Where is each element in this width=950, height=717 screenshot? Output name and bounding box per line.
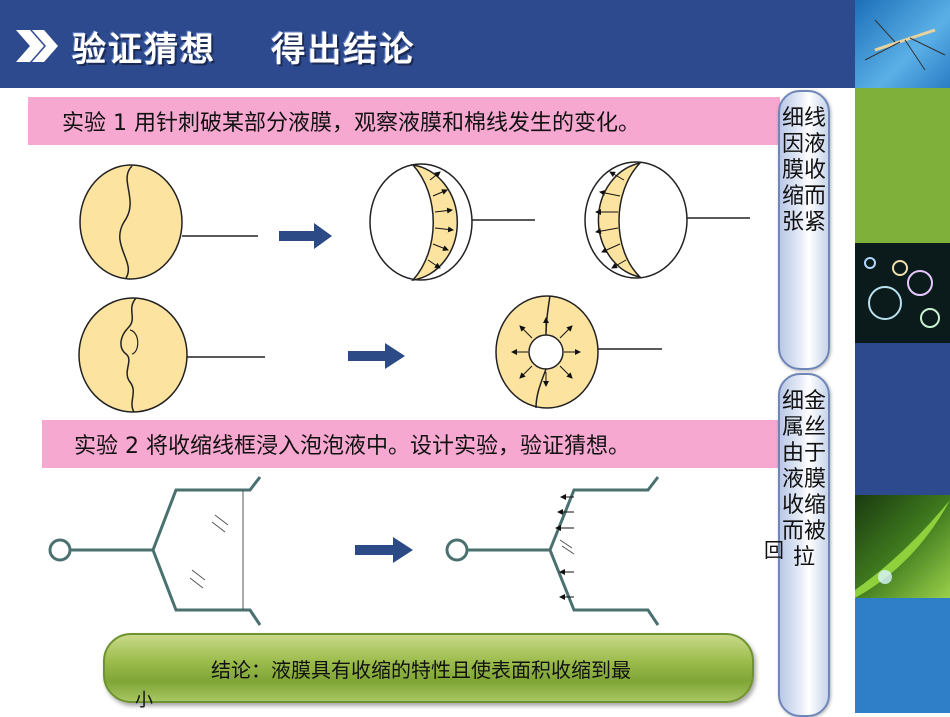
conclusion-banner bbox=[103, 633, 754, 703]
film-ring-with-loop bbox=[78, 297, 265, 413]
film-ring-left-broken bbox=[369, 163, 535, 282]
side-panel-thread-taut: 细线因液膜收缩而张紧 bbox=[778, 90, 830, 370]
right-arrow-icon bbox=[279, 223, 332, 249]
wire-pull-arrows bbox=[555, 494, 574, 600]
film-ring-center-hole bbox=[495, 295, 662, 409]
film-region-lines bbox=[559, 539, 575, 555]
right-arrow-icon bbox=[355, 537, 413, 563]
wire-frame-after bbox=[445, 476, 660, 626]
bubbles-photo bbox=[855, 243, 950, 343]
side-panel-2-text: 细金属丝由于液膜收缩而被拉 bbox=[781, 389, 826, 570]
film-ring-right-broken bbox=[584, 161, 750, 279]
blue-panel bbox=[855, 343, 950, 495]
leaf-droplet-photo bbox=[855, 495, 950, 598]
decorative-photo-strip bbox=[855, 0, 950, 713]
page-title: 验证猜想 得出结论 bbox=[72, 30, 416, 70]
wire-frame-before bbox=[48, 476, 262, 626]
film-ring-intact bbox=[79, 164, 258, 280]
conclusion-text: 结论：液膜具有收缩的特性且使表面积收缩到最 bbox=[211, 658, 631, 682]
double-chevron-icon bbox=[16, 30, 58, 62]
side-panel-wire-pulled: 细金属丝由于液膜收缩而被拉 bbox=[778, 373, 830, 717]
experiment-diagrams bbox=[48, 161, 750, 626]
film-region-lines bbox=[189, 490, 244, 610]
title-bar: 验证猜想 得出结论 bbox=[0, 0, 855, 88]
blue-bottom-panel bbox=[855, 598, 950, 713]
experiment-1-label: 实验 1 用针刺破某部分液膜，观察液膜和棉线发生的变化。 bbox=[62, 111, 640, 136]
right-arrow-icon bbox=[348, 343, 405, 369]
side-panel-1-text: 细线因液膜收缩而张紧 bbox=[781, 106, 826, 235]
stray-character: 回 bbox=[764, 538, 784, 562]
conclusion-tail: 小 bbox=[135, 690, 153, 711]
experiment-1-banner: 实验 1 用针刺破某部分液膜，观察液膜和棉线发生的变化。 bbox=[28, 97, 780, 145]
experiment-2-banner: 实验 2 将收缩线框浸入泡泡液中。设计实验，验证猜想。 bbox=[42, 420, 778, 468]
mosquito-photo bbox=[855, 0, 950, 88]
green-panel bbox=[855, 88, 950, 243]
experiment-2-label: 实验 2 将收缩线框浸入泡泡液中。设计实验，验证猜想。 bbox=[74, 434, 630, 459]
